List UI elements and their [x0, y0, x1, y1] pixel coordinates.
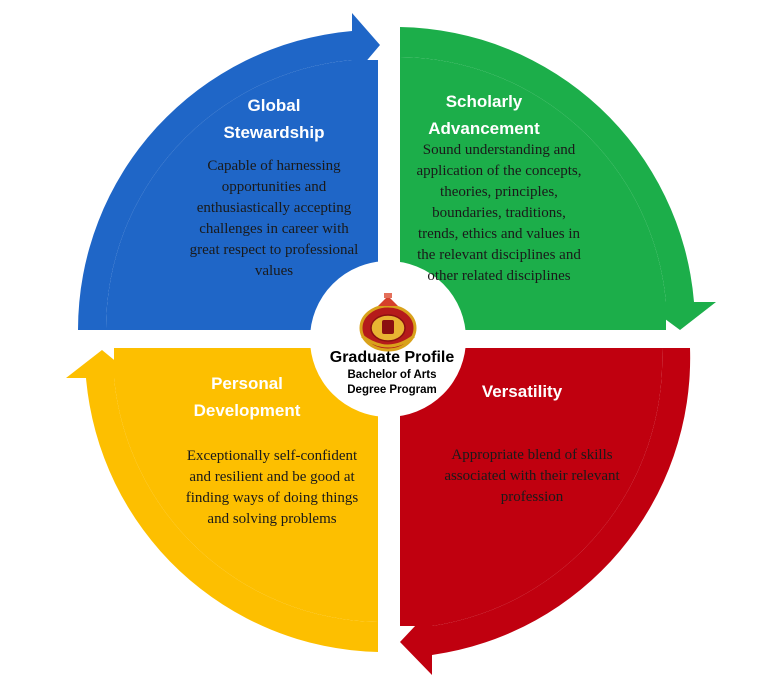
quadrant-global-stewardship-fill: [105, 60, 379, 330]
personal-development-title-line: Personal: [211, 374, 283, 393]
scholarly-advancement-description-line: boundaries, traditions,: [432, 205, 566, 221]
scholarly-advancement-title-line: Advancement: [428, 119, 540, 138]
quadrant-personal-development: [66, 350, 378, 652]
global-stewardship-description-line: values: [254, 263, 294, 279]
scholarly-advancement-title-line: Scholarly: [445, 92, 523, 111]
scholarly-advancement-description-line: theories, principles,: [440, 184, 558, 200]
global-stewardship-description-line: enthusiastically accepting: [196, 200, 352, 216]
quadrant-global-stewardship: [77, 13, 380, 330]
personal-development-description-line: and solving problems: [207, 511, 337, 527]
quadrant-personal-development-fill: [114, 348, 378, 622]
scholarly-advancement-description-line: application of the concepts,: [416, 163, 582, 179]
center-title: Graduate Profile: [329, 349, 455, 366]
global-stewardship-description-line: opportunities and: [221, 179, 327, 195]
personal-development-description-line: Exceptionally self-confident: [186, 448, 358, 464]
global-stewardship-description: Capable of harnessing opportunities and en…: [150, 156, 398, 282]
center-label: Graduate Profile Bachelor of Arts Degree…: [308, 348, 476, 398]
personal-development-title-line: Development: [193, 401, 301, 420]
versatility-description-line: Appropriate blend of skills: [451, 447, 613, 463]
global-stewardship-description-line: great respect to professional: [189, 242, 359, 258]
personal-development-description: Exceptionally self-confident and resilien…: [164, 446, 380, 530]
scholarly-advancement-description-line: trends, ethics and values in: [417, 226, 581, 242]
global-stewardship-description-line: challenges in career with: [199, 221, 349, 237]
quadrant-scholarly-advancement-fill: [400, 57, 666, 330]
quadrant-versatility: [400, 348, 691, 675]
global-stewardship-title-line: Stewardship: [223, 123, 325, 142]
versatility-text: Versatility Appropriate blend of skills a…: [408, 378, 656, 508]
scholarly-advancement-description-line: Sound understanding and: [422, 142, 576, 158]
versatility-description-line: associated with their relevant: [444, 468, 620, 484]
quadrant-scholarly-advancement: [400, 27, 716, 330]
versatility-description: Appropriate blend of skills associated wi…: [408, 445, 656, 508]
center-subtitle-line-2: Degree Program: [347, 384, 437, 396]
global-stewardship-title-line: Global: [247, 96, 301, 115]
scholarly-advancement-description-line: other related disciplines: [427, 268, 571, 284]
versatility-title: Versatility: [388, 378, 656, 405]
quadrant-versatility-fill: [400, 348, 663, 626]
personal-development-description-line: and resilient and be good at: [189, 469, 355, 485]
versatility-title-line: Versatility: [481, 382, 563, 401]
university-emblem: [359, 293, 417, 352]
global-stewardship-description-line: Capable of harnessing: [207, 158, 341, 174]
scholarly-advancement-description: Sound understanding and application of th…: [392, 140, 606, 287]
center-subtitle-line-1: Bachelor of Arts: [347, 369, 437, 381]
versatility-description-line: profession: [500, 489, 564, 505]
personal-development-description-line: finding ways of doing things: [185, 490, 359, 506]
scholarly-advancement-description-line: the relevant disciplines and: [417, 247, 581, 263]
